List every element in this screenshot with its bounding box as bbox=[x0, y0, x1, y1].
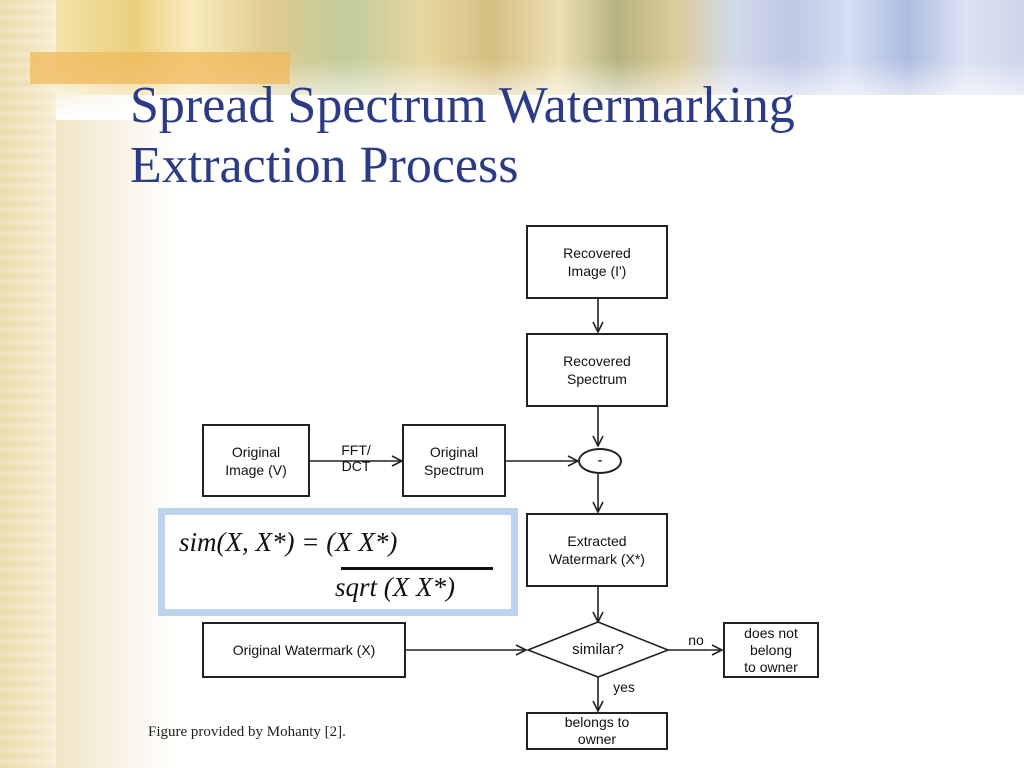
node-recovered-image: Recovered Image (I') bbox=[526, 225, 668, 299]
node-original-watermark: Original Watermark (X) bbox=[202, 622, 406, 678]
node-subtract-label: - bbox=[597, 452, 603, 469]
node-recovered-image-line1: Recovered bbox=[563, 245, 631, 261]
similarity-formula: sim(X, X*) = (X X*) sqrt (X X*) bbox=[158, 508, 518, 616]
node-recovered-spectrum: Recovered Spectrum bbox=[526, 333, 668, 407]
node-belongs-to-owner: belongs to owner bbox=[526, 712, 668, 750]
node-recovered-image-line2: Image (I') bbox=[567, 263, 627, 279]
node-original-spectrum-line1: Original bbox=[429, 443, 479, 460]
node-original-spectrum: Original Spectrum bbox=[402, 424, 506, 497]
edge-label-no-text: no bbox=[688, 632, 704, 648]
node-does-not-belong: does not belong to owner bbox=[723, 622, 819, 678]
node-extracted-watermark-line1: Extracted bbox=[567, 533, 627, 549]
figure-caption: Figure provided by Mohanty [2]. bbox=[148, 724, 346, 740]
similar-diamond bbox=[525, 621, 671, 678]
node-belongs-line1: belongs to bbox=[564, 714, 630, 730]
node-original-image: Original Image (V) bbox=[202, 424, 310, 497]
formula-numerator: sim(X, X*) = (X X*) bbox=[179, 527, 398, 557]
background-left-strip bbox=[0, 0, 56, 768]
edge-label-fft-dct: FFT/ DCT bbox=[326, 442, 386, 474]
edge-label-no: no bbox=[682, 632, 710, 648]
edge-label-fft-line2: DCT bbox=[341, 458, 371, 474]
background-accent-bar bbox=[30, 52, 290, 84]
node-belongs-line2: owner bbox=[577, 731, 617, 747]
similar-text: similar? bbox=[572, 641, 624, 658]
slide-title-line1: Spread Spectrum Watermarking bbox=[130, 77, 795, 134]
node-original-image-line2: Image (V) bbox=[225, 461, 287, 478]
node-not-belong-line3: to owner bbox=[744, 658, 798, 675]
node-not-belong-line2: belong bbox=[749, 641, 793, 658]
node-recovered-spectrum-line1: Recovered bbox=[563, 353, 631, 369]
node-similar-label: similar? bbox=[548, 642, 648, 658]
node-extracted-watermark: Extracted Watermark (X*) bbox=[526, 513, 668, 587]
node-subtract: - bbox=[578, 448, 622, 474]
formula-denominator: sqrt (X X*) bbox=[335, 572, 455, 602]
slide-title: Spread Spectrum Watermarking Extraction … bbox=[130, 76, 795, 196]
node-original-spectrum-line2: Spectrum bbox=[424, 461, 484, 478]
node-original-image-line1: Original bbox=[231, 443, 281, 460]
node-extracted-watermark-line2: Watermark (X*) bbox=[549, 551, 645, 567]
node-not-belong-line1: does not bbox=[744, 624, 798, 641]
background-left-fade bbox=[56, 0, 176, 768]
edge-label-yes-text: yes bbox=[613, 679, 635, 695]
slide-title-line2: Extraction Process bbox=[130, 137, 519, 194]
node-original-watermark-label: Original Watermark (X) bbox=[232, 642, 376, 658]
edge-label-fft-line1: FFT/ bbox=[341, 442, 371, 458]
formula-fraction-bar bbox=[341, 567, 493, 570]
edge-label-yes: yes bbox=[606, 679, 642, 695]
node-recovered-spectrum-line2: Spectrum bbox=[567, 371, 627, 387]
